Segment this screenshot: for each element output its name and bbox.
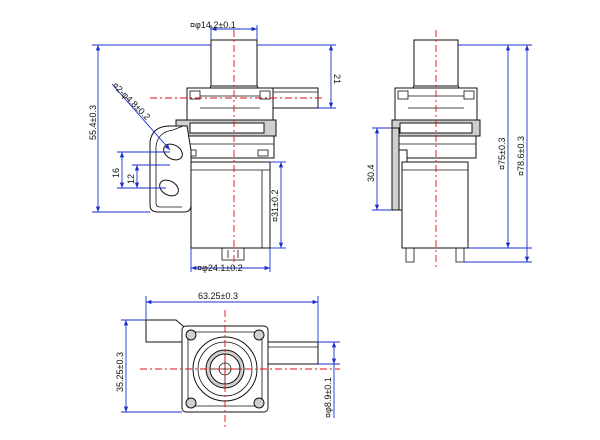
dim-bottom-width: 63.25±0.3	[198, 291, 238, 301]
dim-motor-length: ¤31±0.2	[270, 190, 280, 222]
side-bracket	[391, 127, 400, 211]
dim-bottom-depth: 35.25±0.3	[115, 352, 125, 392]
front-pump-head	[186, 87, 274, 123]
bottom-dimensions: 63.25±0.3 35.25±0.3 ¤φ8.9±0.1	[115, 291, 340, 418]
front-view	[149, 30, 322, 270]
side-motor	[401, 161, 469, 249]
screw-top-right	[253, 329, 265, 341]
bottom-side-inlet	[267, 341, 319, 365]
front-motor	[190, 161, 271, 249]
screw-bottom-right	[253, 397, 265, 409]
dim-outlet-diameter: ¤φ14.2±0.1	[190, 20, 236, 30]
dim-side-height: ¤75±0.3	[497, 138, 507, 170]
dim-mount-height: 55.4±0.3	[88, 105, 98, 140]
screw-top-left	[185, 329, 197, 341]
dim-hole-spacing: 16	[111, 168, 121, 178]
front-mount-hole-lower	[159, 179, 179, 197]
dim-outlet-height: 21	[332, 74, 342, 84]
dim-mount-holes: ¤2-φ4.8±0.2	[111, 80, 153, 122]
dim-total-height: ¤78.6±0.3	[516, 136, 526, 176]
front-mount-bracket	[149, 125, 192, 213]
side-view	[391, 30, 481, 270]
side-dimensions: 30.4 ¤75±0.3 ¤78.6±0.3	[366, 44, 532, 263]
dim-motor-diameter: ¤φ24.1±0.2	[197, 263, 243, 273]
dim-hole-offset: 12	[126, 174, 136, 184]
dim-inlet-diameter: ¤φ8.9±0.1	[323, 377, 333, 418]
dim-side-body: 30.4	[366, 164, 376, 182]
screw-bottom-left	[185, 397, 197, 409]
bottom-view	[140, 310, 340, 428]
